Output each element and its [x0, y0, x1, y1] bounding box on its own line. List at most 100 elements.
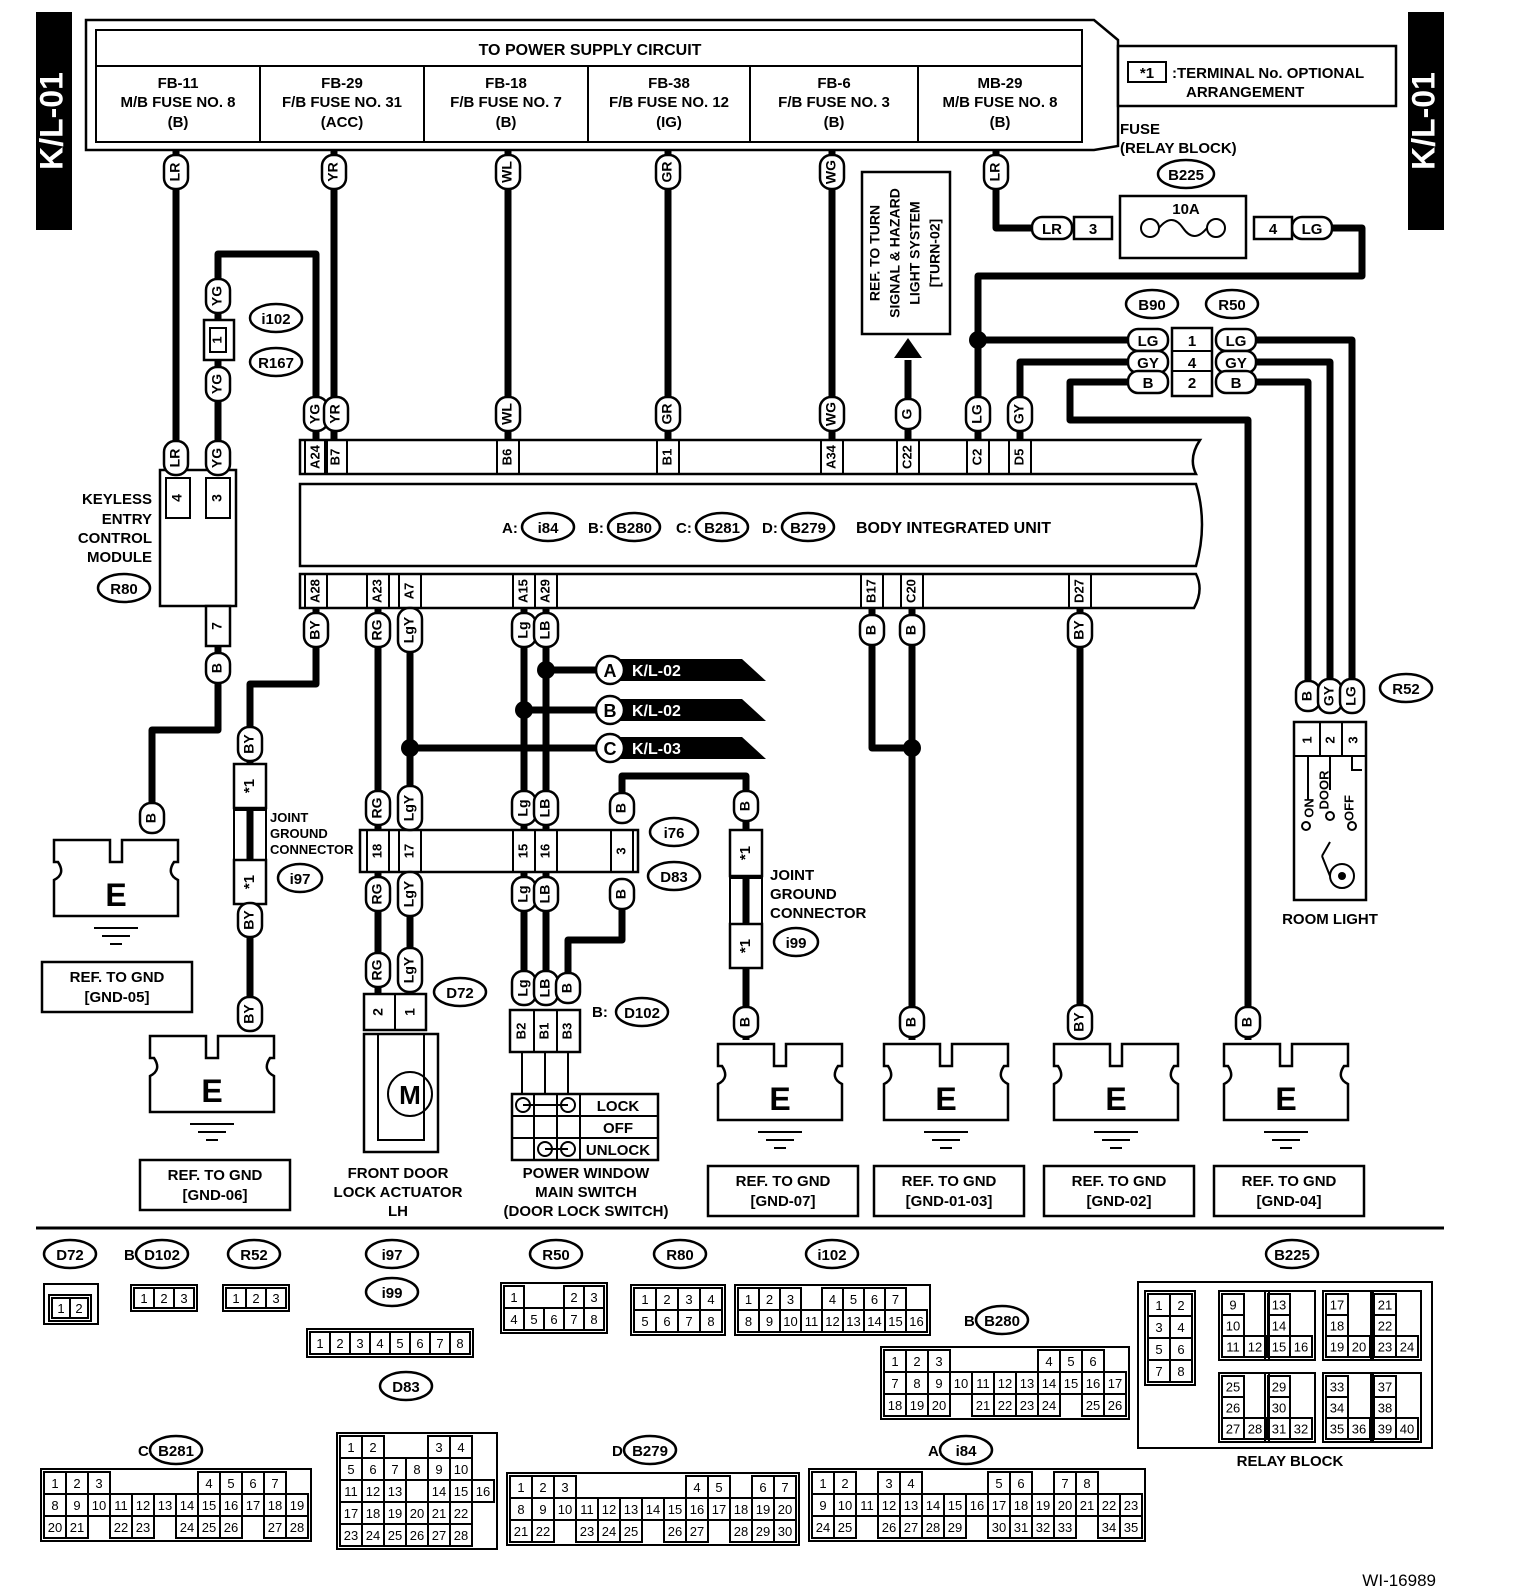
- biu-pin: B17: [863, 579, 878, 603]
- wire-color-label: YR: [322, 395, 350, 433]
- svg-text:D102: D102: [144, 1247, 180, 1264]
- svg-text:M: M: [399, 1080, 421, 1110]
- svg-text:10: 10: [838, 1498, 852, 1513]
- svg-text:F/B FUSE NO. 3: F/B FUSE NO. 3: [778, 94, 890, 111]
- svg-text:11: 11: [860, 1498, 874, 1513]
- svg-text:13: 13: [1272, 1298, 1286, 1313]
- svg-text:8: 8: [913, 1376, 920, 1391]
- svg-text:JOINT: JOINT: [770, 867, 814, 884]
- svg-text:D83: D83: [660, 869, 688, 886]
- page-tag-left: K/L-01: [33, 12, 72, 230]
- svg-text:6: 6: [1017, 1476, 1024, 1491]
- svg-text:8: 8: [517, 1502, 524, 1517]
- svg-text:B281: B281: [704, 520, 740, 537]
- svg-text:LB: LB: [537, 885, 553, 904]
- svg-text:B3: B3: [559, 1023, 574, 1040]
- svg-text:6: 6: [871, 1292, 878, 1307]
- svg-text:7: 7: [570, 1312, 577, 1327]
- wire-color-label: Lg: [510, 789, 538, 827]
- wire-color-label: LG: [1338, 677, 1366, 715]
- svg-text:K/L-01: K/L-01: [1405, 72, 1441, 170]
- svg-text:7: 7: [436, 1336, 443, 1351]
- svg-text:14: 14: [1272, 1319, 1286, 1334]
- svg-text:3: 3: [272, 1291, 279, 1306]
- svg-text:2: 2: [1322, 736, 1337, 743]
- svg-text:18: 18: [1014, 1498, 1028, 1513]
- svg-text:M/B FUSE NO. 8: M/B FUSE NO. 8: [120, 94, 235, 111]
- svg-text:2: 2: [73, 1476, 80, 1491]
- svg-text:12: 12: [998, 1376, 1012, 1391]
- svg-text:BY: BY: [1071, 1012, 1087, 1032]
- fuse-cell: MB-29M/B FUSE NO. 8(B): [942, 75, 1057, 131]
- svg-text:3: 3: [1345, 736, 1360, 743]
- svg-text:CONNECTOR: CONNECTOR: [770, 905, 867, 922]
- connector-id: C:B281: [676, 511, 750, 543]
- svg-text:23: 23: [136, 1520, 150, 1535]
- svg-text:E: E: [1105, 1081, 1126, 1117]
- svg-text:LB: LB: [537, 979, 553, 998]
- svg-text:8: 8: [456, 1336, 463, 1351]
- svg-text:26: 26: [410, 1528, 424, 1543]
- wire-color-label: RG: [364, 951, 392, 989]
- svg-text:F/B FUSE NO. 12: F/B FUSE NO. 12: [609, 94, 729, 111]
- wire-color-label: GY: [1214, 349, 1258, 375]
- svg-text:18: 18: [366, 1506, 380, 1521]
- svg-text:D72: D72: [56, 1247, 84, 1264]
- b90-r50-connector: B90 R50 142: [1124, 288, 1260, 398]
- biu-pin: A29: [537, 579, 552, 603]
- svg-text:2: 2: [252, 1291, 259, 1306]
- svg-text:34: 34: [1102, 1520, 1116, 1535]
- svg-text:1: 1: [51, 1476, 58, 1491]
- svg-text:5: 5: [347, 1462, 354, 1477]
- svg-text:15: 15: [948, 1498, 962, 1513]
- svg-text:B: B: [737, 1017, 753, 1027]
- svg-text:F/B FUSE NO. 31: F/B FUSE NO. 31: [282, 94, 402, 111]
- svg-text:B: B: [1239, 1017, 1255, 1027]
- biu-pin: A34: [823, 444, 838, 469]
- legend-box: *1 :TERMINAL No. OPTIONAL ARRANGEMENT: [1116, 44, 1398, 108]
- svg-text:2: 2: [370, 1008, 386, 1016]
- svg-text:12: 12: [366, 1484, 380, 1499]
- svg-text:4: 4: [1188, 355, 1197, 372]
- svg-text:RG: RG: [369, 883, 385, 904]
- svg-text:A: A: [604, 661, 617, 681]
- svg-text:1: 1: [140, 1291, 147, 1306]
- svg-text:BY: BY: [241, 910, 257, 930]
- svg-text:22: 22: [998, 1398, 1012, 1413]
- svg-text:B: B: [559, 983, 575, 993]
- connector-id: B:B280: [588, 511, 662, 543]
- wire-color-label: B: [204, 651, 232, 685]
- wire-color-label: LG: [964, 395, 992, 433]
- svg-text:REF. TO GND: REF. TO GND: [902, 1173, 997, 1190]
- wire-color-label: B: [1294, 679, 1322, 713]
- svg-text:LG: LG: [1302, 221, 1323, 238]
- svg-text:8: 8: [707, 1314, 714, 1329]
- wire-color-label: LB: [532, 789, 560, 827]
- svg-text:JOINT: JOINT: [270, 810, 308, 825]
- svg-text:RG: RG: [369, 797, 385, 818]
- svg-text:LgY: LgY: [401, 616, 417, 643]
- wire-color-label: Lg: [510, 875, 538, 913]
- mid-pin: 17: [401, 844, 416, 858]
- page-tag-right: K/L-01: [1405, 12, 1444, 230]
- svg-text:GY: GY: [1137, 355, 1159, 372]
- svg-text:4: 4: [707, 1292, 714, 1307]
- svg-text:REF. TO TURN: REF. TO TURN: [867, 205, 883, 301]
- svg-text:FB-38: FB-38: [648, 75, 690, 92]
- svg-text:MODULE: MODULE: [87, 549, 152, 566]
- svg-text:B: B: [604, 701, 617, 721]
- svg-text:16: 16: [690, 1502, 704, 1517]
- svg-text:17: 17: [1108, 1376, 1122, 1391]
- svg-text:20: 20: [932, 1398, 946, 1413]
- svg-text:1: 1: [819, 1476, 826, 1491]
- svg-text:YG: YG: [209, 374, 225, 394]
- svg-text:11: 11: [976, 1376, 990, 1391]
- wire-color-label: LgY: [396, 870, 424, 918]
